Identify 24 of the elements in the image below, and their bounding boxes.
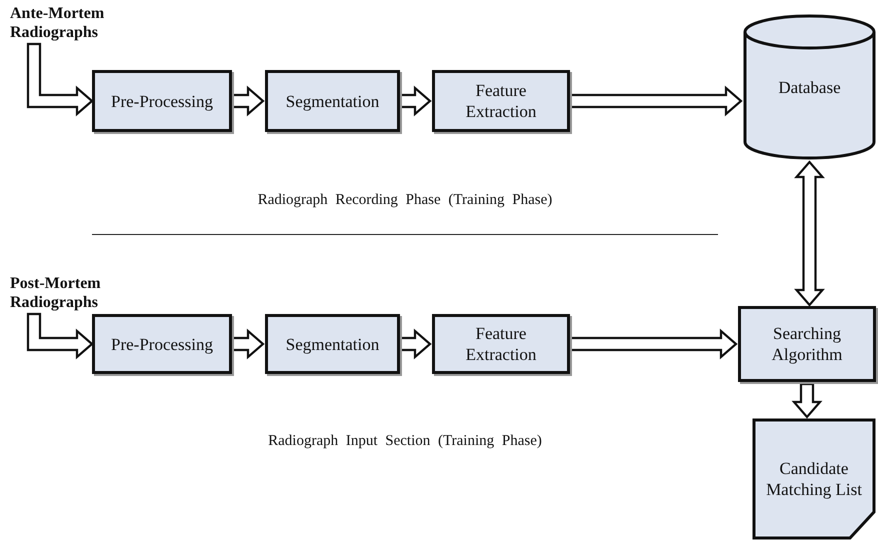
phase-caption: Radiograph Recording Phase (Training Phase) — [256, 191, 554, 210]
node-label: Pre-Processing — [110, 334, 214, 354]
node-label: Feature Extraction — [464, 80, 538, 122]
process-box — [432, 70, 570, 132]
node-label: Post-Mortem Radiographs — [10, 274, 102, 312]
process-box — [432, 314, 570, 374]
node-label: Candidate Matching List — [765, 458, 863, 500]
hollow-arrow — [26, 312, 94, 360]
node-label: Searching Algorithm — [770, 323, 844, 365]
node-label: Segmentation — [284, 334, 380, 354]
node-label: Ante-Mortem Radiographs — [10, 4, 106, 42]
process-box — [265, 70, 400, 132]
hollow-arrow — [792, 382, 822, 419]
process-box — [738, 306, 876, 382]
process-box — [265, 314, 400, 374]
process-box — [92, 70, 232, 132]
hollow-arrow — [26, 42, 94, 116]
process-box — [92, 314, 232, 374]
node-label: Feature Extraction — [464, 323, 538, 365]
phase-caption: Radiograph Input Section (Training Phase) — [267, 432, 543, 451]
node-label: Database — [777, 76, 842, 98]
hollow-arrow — [794, 160, 825, 307]
node-label: Segmentation — [284, 90, 380, 112]
node-label: Pre-Processing — [110, 90, 214, 112]
